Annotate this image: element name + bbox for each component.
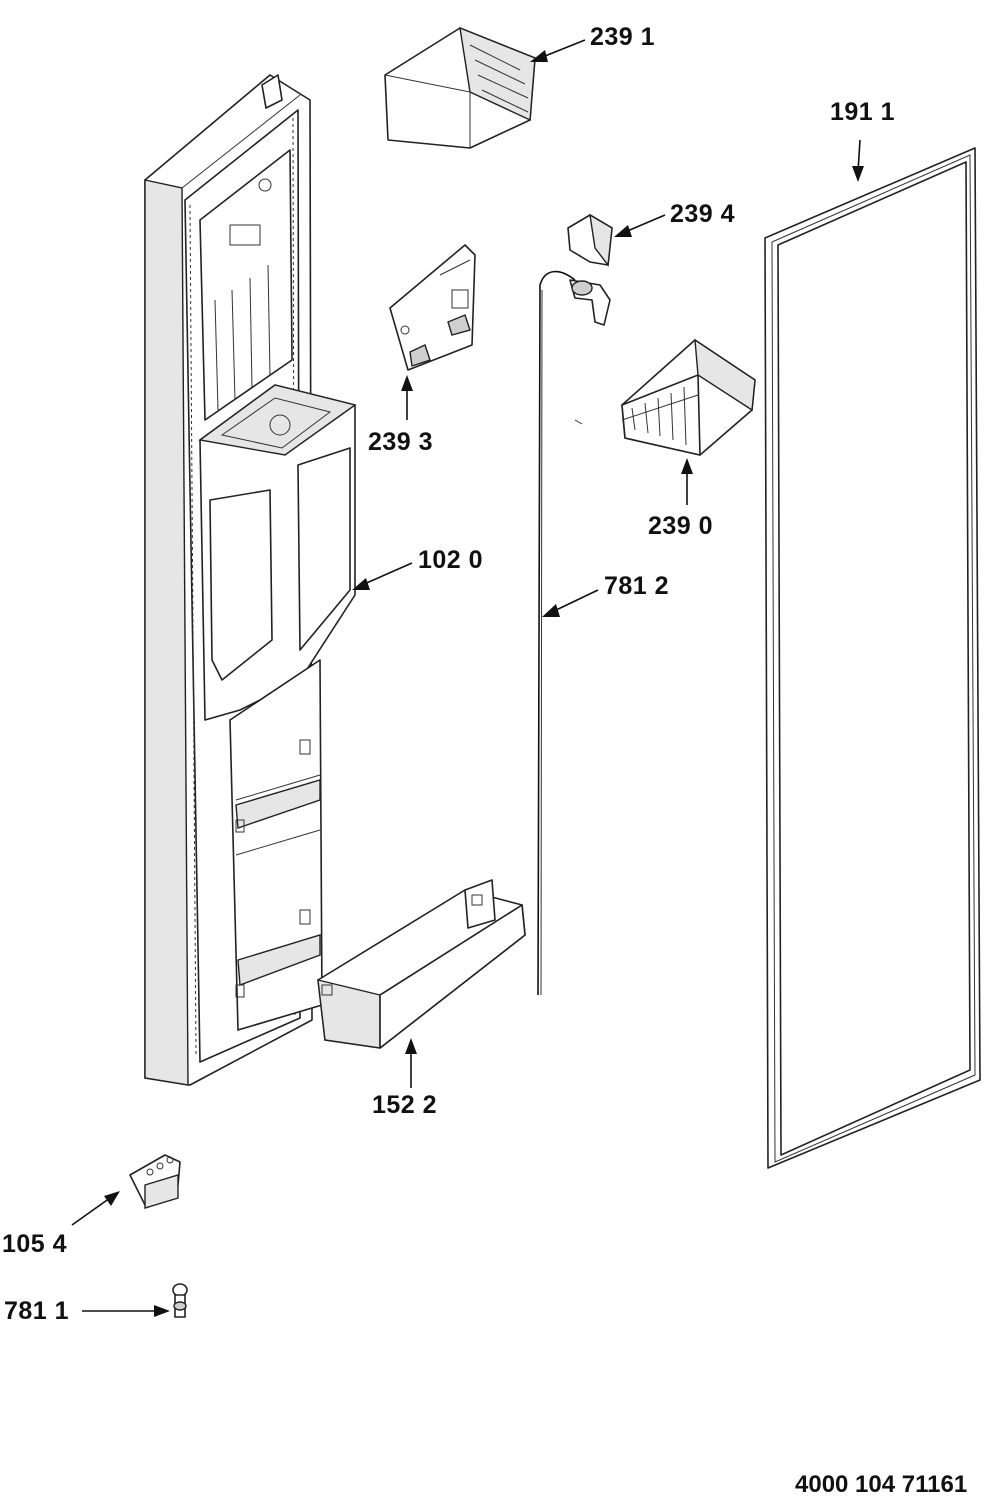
callout-7812: 781 2 [604,572,670,600]
control-board [389,244,476,371]
ice-maker [574,338,756,456]
callout-2391: 239 1 [590,23,656,51]
fastener [172,1283,188,1318]
callout-1522: 152 2 [372,1091,438,1119]
callout-1054: 105 4 [2,1230,68,1258]
door-bin [317,879,526,1049]
callout-2394: 239 4 [670,200,736,228]
ice-bucket-cover [384,26,536,149]
hinge-bracket [129,1154,181,1209]
door-gasket [764,147,981,1169]
chute-flap [567,213,613,326]
leader-lines [71,39,864,1317]
callout-7811: 781 1 [4,1297,70,1325]
callout-1911: 191 1 [830,98,896,126]
dispenser-housing [198,384,357,1031]
water-tube [537,270,576,996]
document-number: 4000 104 71161 [795,1471,968,1498]
callout-2390: 239 0 [648,512,714,540]
callout-1020: 102 0 [418,546,484,574]
callout-2393: 239 3 [368,428,434,456]
